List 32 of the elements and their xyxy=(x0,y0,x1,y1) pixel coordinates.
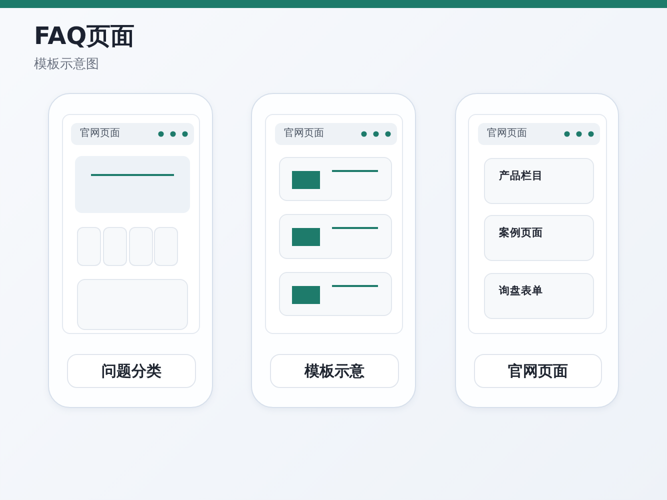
header-bar xyxy=(275,123,397,145)
screen-frame xyxy=(62,114,200,334)
phone-frame xyxy=(251,93,416,408)
header-title: 官网页面 xyxy=(487,128,527,140)
card-title: 询盘表单 xyxy=(499,285,543,298)
content-block xyxy=(77,279,188,330)
banner-block xyxy=(75,156,190,213)
caption-card: 官网页面 xyxy=(474,354,602,388)
card-title: 产品栏目 xyxy=(499,170,543,183)
caption-card: 问题分类 xyxy=(67,354,196,388)
list-card xyxy=(279,272,392,316)
screen-frame xyxy=(468,114,607,334)
card-title: 案例页面 xyxy=(499,227,543,240)
header-title: 官网页面 xyxy=(80,128,120,140)
tile xyxy=(154,227,178,266)
caption-card: 模板示意 xyxy=(270,354,399,388)
tile xyxy=(103,227,127,266)
header-bar xyxy=(478,123,600,145)
list-card xyxy=(279,214,392,259)
header-title: 官网页面 xyxy=(284,128,324,140)
page-title: FAQ页面 xyxy=(34,21,135,52)
list-card xyxy=(279,157,392,201)
tile xyxy=(77,227,101,266)
header-bar xyxy=(71,123,194,145)
subtitle: 模板示意图 xyxy=(34,56,99,74)
menu-card xyxy=(484,273,594,319)
menu-card xyxy=(484,215,594,261)
phone-frame xyxy=(48,93,213,408)
phone-frame xyxy=(455,93,619,408)
tile xyxy=(129,227,153,266)
menu-card xyxy=(484,158,594,204)
screen-frame xyxy=(265,114,403,334)
